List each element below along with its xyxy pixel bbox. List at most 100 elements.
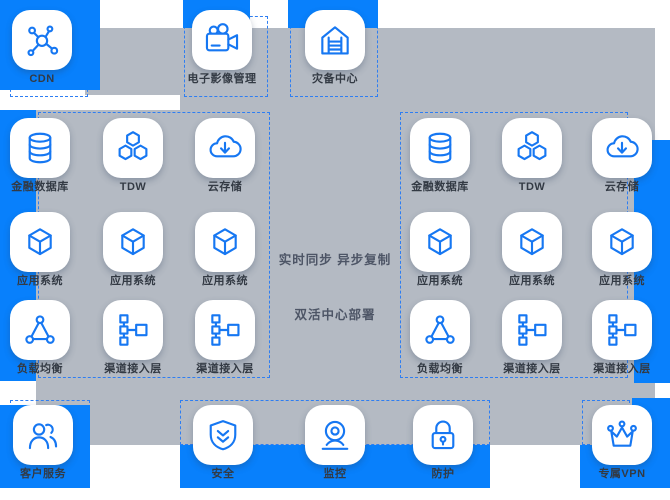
node-dr-center: 灾备中心	[305, 10, 365, 85]
cube-icon	[610, 228, 634, 256]
load-balancer-label: 负载均衡	[17, 363, 63, 375]
load-balancer-tile	[410, 300, 470, 360]
node-cloud-storage: 云存储	[195, 118, 255, 193]
channel-access-2-tile	[195, 300, 255, 360]
dr-center-label: 灾备中心	[312, 73, 358, 85]
cube-icon	[121, 228, 145, 256]
warehouse-icon	[321, 26, 349, 55]
node-cdn: CDN	[12, 10, 72, 85]
finance-db-label: 金融数据库	[11, 181, 69, 193]
cloud-storage-label: 云存储	[604, 181, 640, 193]
node-image-mgmt: 电子影像管理	[188, 10, 256, 85]
channel-access-1-label: 渠道接入层	[503, 363, 561, 375]
tdw-tile	[103, 118, 163, 178]
monitoring-label: 监控	[323, 468, 347, 480]
node-app-system-3: 应用系统	[592, 212, 652, 287]
tree-icon	[119, 314, 148, 346]
cdn-icon	[27, 25, 59, 57]
app-system-1-tile	[10, 212, 70, 272]
app-system-2-label: 应用系统	[509, 275, 555, 287]
node-channel-access-2: 渠道接入层	[195, 300, 255, 375]
node-finance-db: 金融数据库	[10, 118, 70, 193]
dual-active-deploy-label: 双活中心部署	[294, 308, 376, 322]
protection-label: 防护	[431, 468, 455, 480]
load-balancer-tile	[10, 300, 70, 360]
channel-access-2-label: 渠道接入层	[196, 363, 254, 375]
node-channel-access-1: 渠道接入层	[103, 300, 163, 375]
node-channel-access-2: 渠道接入层	[592, 300, 652, 375]
finance-db-tile	[10, 118, 70, 178]
gray-band-bridge	[180, 95, 655, 110]
cloud-storage-label: 云存储	[207, 181, 243, 193]
app-system-1-label: 应用系统	[17, 275, 63, 287]
crown-icon	[607, 420, 637, 447]
node-monitoring: 监控	[305, 405, 365, 480]
app-system-2-tile	[103, 212, 163, 272]
cloud-storage-tile	[592, 118, 652, 178]
cloud-download-icon	[606, 135, 639, 158]
channel-access-1-tile	[103, 300, 163, 360]
cloud-download-icon	[209, 135, 242, 158]
channel-access-2-label: 渠道接入层	[593, 363, 651, 375]
camera-icon	[205, 23, 239, 52]
security-label: 安全	[211, 468, 235, 480]
cdn-label: CDN	[29, 73, 55, 85]
cube-icon	[213, 228, 237, 256]
app-system-3-label: 应用系统	[599, 275, 645, 287]
channel-access-2-tile	[592, 300, 652, 360]
load-balancer-icon	[25, 315, 55, 344]
tdw-tile	[502, 118, 562, 178]
node-cloud-storage: 云存储	[592, 118, 652, 193]
customer-service-label: 客户服务	[20, 468, 66, 480]
node-channel-access-1: 渠道接入层	[502, 300, 562, 375]
image-mgmt-label: 电子影像管理	[187, 73, 257, 85]
dedicated-vpn-tile	[592, 405, 652, 465]
db-icon	[28, 132, 52, 164]
protection-tile	[413, 405, 473, 465]
node-app-system-2: 应用系统	[103, 212, 163, 287]
dr-center-tile	[305, 10, 365, 70]
webcam-icon	[321, 420, 349, 450]
node-protection: 防护	[413, 405, 473, 480]
image-mgmt-tile	[192, 10, 252, 70]
security-tile	[193, 405, 253, 465]
node-finance-db: 金融数据库	[410, 118, 470, 193]
tdw-label: TDW	[119, 181, 147, 193]
app-system-1-tile	[410, 212, 470, 272]
node-tdw: TDW	[103, 118, 163, 193]
shield-icon	[209, 420, 237, 451]
finance-db-label: 金融数据库	[411, 181, 469, 193]
cube-icon	[428, 228, 452, 256]
monitoring-tile	[305, 405, 365, 465]
tree-icon	[211, 314, 240, 346]
node-app-system-1: 应用系统	[10, 212, 70, 287]
tdw-icon	[517, 131, 547, 161]
node-dedicated-vpn: 专属VPN	[592, 405, 652, 480]
dedicated-vpn-label: 专属VPN	[598, 468, 646, 480]
tdw-icon	[118, 131, 148, 161]
channel-access-1-label: 渠道接入层	[104, 363, 162, 375]
lock-icon	[431, 420, 455, 450]
node-app-system-3: 应用系统	[195, 212, 255, 287]
app-system-3-tile	[592, 212, 652, 272]
app-system-3-tile	[195, 212, 255, 272]
load-balancer-icon	[425, 315, 455, 344]
app-system-3-label: 应用系统	[202, 275, 248, 287]
cdn-tile	[12, 10, 72, 70]
node-load-balancer: 负载均衡	[10, 300, 70, 375]
db-icon	[428, 132, 452, 164]
app-system-2-tile	[502, 212, 562, 272]
node-tdw: TDW	[502, 118, 562, 193]
cube-icon	[520, 228, 544, 256]
load-balancer-label: 负载均衡	[417, 363, 463, 375]
node-security: 安全	[193, 405, 253, 480]
top-services-gray-band	[85, 28, 655, 95]
app-system-2-label: 应用系统	[110, 275, 156, 287]
finance-db-tile	[410, 118, 470, 178]
cube-icon	[28, 228, 52, 256]
app-system-1-label: 应用系统	[417, 275, 463, 287]
tree-icon	[518, 314, 547, 346]
node-app-system-2: 应用系统	[502, 212, 562, 287]
channel-access-1-tile	[502, 300, 562, 360]
